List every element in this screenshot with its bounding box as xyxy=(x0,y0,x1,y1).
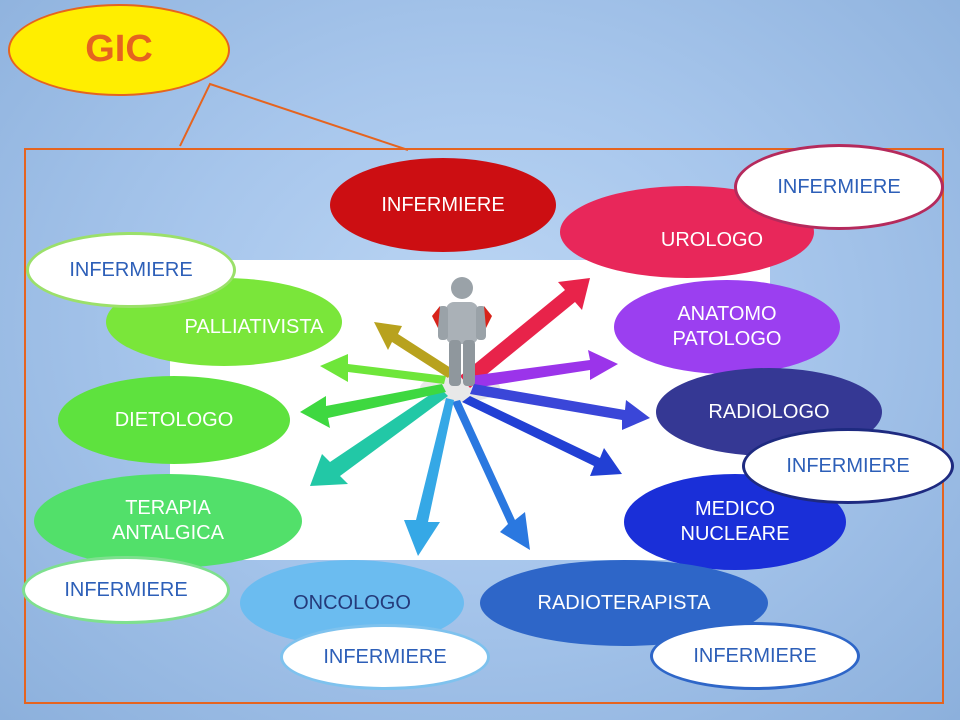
arrow-right-blue xyxy=(470,384,650,430)
node-radioterapista: RADIOTERAPISTA xyxy=(480,560,768,646)
arrow-left-lime xyxy=(320,354,446,384)
arrow-down-right-blue xyxy=(462,396,622,476)
node-infermiere-bottom-center: INFERMIERE xyxy=(280,624,490,690)
arrow-down-blue xyxy=(452,400,530,550)
arrow-down-cyan xyxy=(404,398,454,556)
node-infermiere-bottom-right: INFERMIERE xyxy=(650,622,860,690)
node-infermiere-right-mid: INFERMIERE xyxy=(742,428,954,504)
arrow-left-olive xyxy=(374,322,454,378)
node-infermiere-left-bottom: INFERMIERE xyxy=(22,556,230,624)
node-infermiere-top-center: INFERMIERE xyxy=(330,158,556,252)
team-frame xyxy=(24,148,944,704)
node-terapia-antalgica: TERAPIA ANTALGICA xyxy=(34,474,302,568)
arrow-right-purple xyxy=(470,350,618,388)
node-infermiere-left-top: INFERMIERE xyxy=(26,232,236,308)
arrow-down-left-green xyxy=(310,388,448,486)
arrow-up-right xyxy=(460,278,590,388)
arrow-left-green xyxy=(300,384,446,428)
node-anatomo-patologo: ANATOMO PATOLOGO xyxy=(614,280,840,374)
radiating-arrows-graphic xyxy=(300,277,650,556)
node-infermiere-top-right: INFERMIERE xyxy=(734,144,944,230)
node-dietologo: DIETOLOGO xyxy=(58,376,290,464)
person-figure xyxy=(432,277,492,386)
gic-title: GIC xyxy=(8,4,230,96)
